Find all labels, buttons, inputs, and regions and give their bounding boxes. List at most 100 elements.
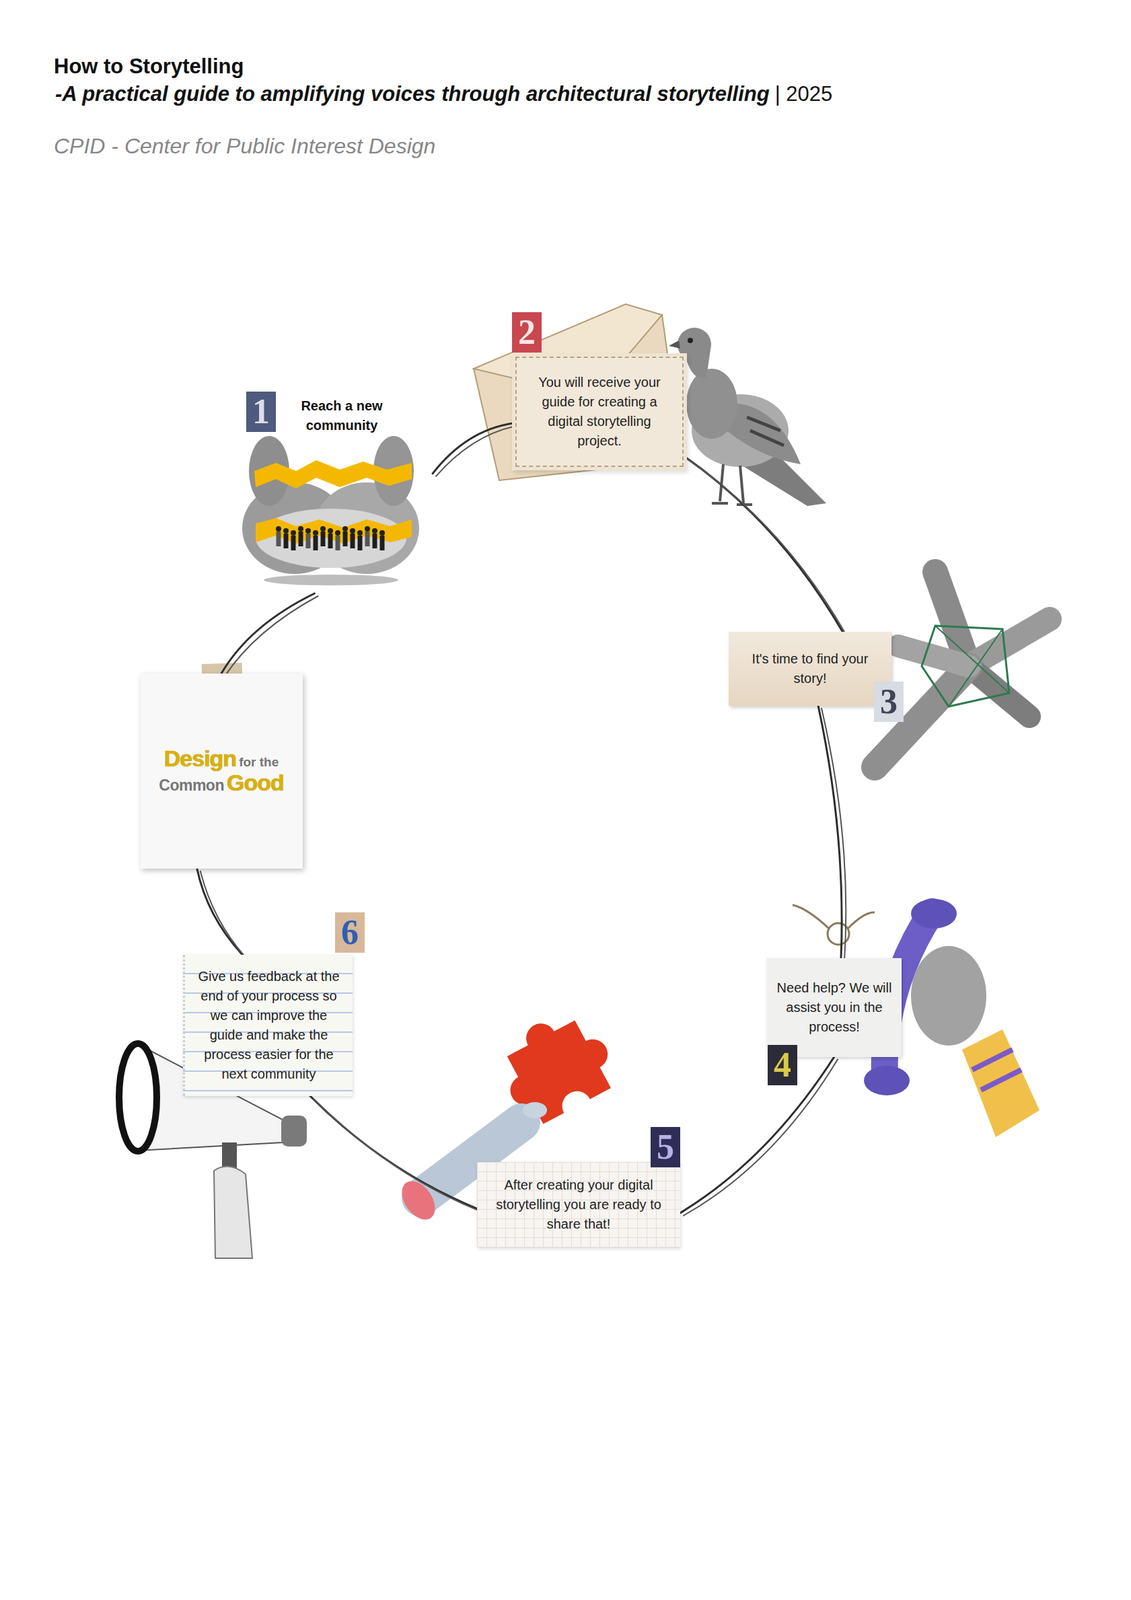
crowd-figure: [275, 526, 282, 532]
year-label: | 2025: [775, 81, 833, 107]
joined-hands: [874, 571, 1050, 768]
pigeon-chest: [686, 368, 738, 439]
note-text: You will receive your guide for creating…: [527, 372, 672, 451]
crowd-figure: [343, 531, 348, 547]
arm-shape: [898, 645, 969, 667]
crowd-figure: [312, 530, 319, 536]
sleeve: [962, 1029, 1040, 1138]
connector: [818, 705, 846, 961]
arm-shape: [874, 666, 969, 768]
note-text: Need help? We will assist you in the pro…: [775, 978, 894, 1037]
wire-tie: [792, 904, 875, 945]
crowd-figure: [379, 530, 385, 536]
phone-end: [863, 1065, 910, 1096]
connector-line: [313, 1098, 481, 1212]
yellow-band: [254, 460, 412, 489]
crowd-figure: [328, 533, 334, 549]
note-text: It's time to find your story!: [740, 649, 880, 689]
connector-line: [200, 871, 246, 958]
crowd-figure: [291, 535, 297, 551]
hand-shadow: [263, 574, 399, 586]
connector: [432, 422, 519, 476]
envelope-note: You will receive your guide for creating…: [515, 356, 684, 467]
crowd-figure: [305, 528, 311, 534]
subtitle: -A practical guide to amplifying voices …: [55, 81, 770, 107]
crowd-figure: [380, 535, 385, 551]
logo-text: for the: [238, 755, 279, 770]
note-text: Reach a new community: [283, 396, 401, 436]
crowd-figure: [357, 530, 363, 536]
crowd-figure: [365, 531, 371, 547]
note-text: After creating your digital storytelling…: [487, 1175, 670, 1234]
crowd-figure: [298, 531, 304, 547]
crowd-figure: [350, 533, 356, 549]
green-string: [935, 625, 1010, 707]
palm-shape: [255, 508, 407, 568]
pigeon-neck: [684, 349, 711, 379]
pigeon-eye: [687, 337, 693, 344]
wing-bar: [746, 417, 784, 446]
step-caption: Reach a new community: [250, 393, 433, 594]
connector-line: [224, 596, 319, 677]
connector-line: [435, 425, 519, 476]
thumb: [522, 1102, 547, 1119]
pigeon-legs: [711, 464, 753, 505]
crowd-figure: [320, 531, 326, 547]
connector-line: [818, 705, 842, 959]
connector-line: [686, 458, 846, 635]
crowd-figure: [283, 528, 289, 534]
callout-number: 2: [512, 312, 542, 353]
callout-number: 4: [767, 1044, 798, 1086]
connector: [221, 593, 319, 677]
crowd-figure: [276, 531, 282, 547]
green-string: [921, 625, 1010, 707]
crowd-figure: [298, 526, 304, 532]
hand-shape: [213, 1166, 253, 1259]
organization-name: CPID - Center for Public Interest Design: [53, 133, 436, 159]
logo-text: Common: [158, 777, 225, 794]
callout-number: 5: [650, 1126, 681, 1168]
logo-text: Good: [226, 771, 284, 796]
pigeon-beak: [668, 340, 681, 349]
tag-note: Need help? We will assist you in the pro…: [767, 958, 902, 1057]
megaphone-back: [281, 1115, 307, 1147]
grid-note: After creating your digital storytelling…: [477, 1161, 681, 1248]
logo-row: Designfor the: [164, 746, 279, 772]
crowd-figure: [372, 528, 378, 534]
phone-end: [910, 898, 957, 929]
lined-note: Give us feedback at the end of your proc…: [183, 954, 353, 1097]
crowd-figure: [335, 535, 341, 551]
crowd-figure: [290, 530, 297, 536]
callout-number: 1: [246, 391, 276, 432]
subtitle-row: -A practical guide to amplifying voices …: [55, 81, 833, 107]
torn-note: It's time to find your story!: [728, 631, 892, 706]
connector-line: [680, 1056, 835, 1214]
crowd-figure: [342, 526, 348, 532]
note-text: Give us feedback at the end of your proc…: [193, 966, 345, 1084]
crowd-figure: [335, 530, 341, 536]
crowd-figure: [306, 533, 311, 549]
connector: [310, 1096, 481, 1212]
connector: [680, 1056, 838, 1216]
megaphone-mouth: [119, 1043, 157, 1152]
diagram-title: How to Storytelling: [53, 53, 244, 79]
connector: [683, 456, 846, 635]
wire-end: [792, 904, 875, 929]
crowd-figure: [283, 533, 289, 549]
pigeon: [668, 327, 827, 506]
crowd-figure: [364, 526, 371, 532]
crowd-figure: [327, 528, 334, 534]
cuff: [394, 1174, 442, 1226]
connector-line: [310, 1096, 478, 1209]
sleeve-stripe: [972, 1049, 1022, 1090]
cupped-hands: [242, 435, 420, 586]
hand-shape: [910, 945, 987, 1046]
logo-text: Design: [164, 746, 237, 772]
tote-bag: Designfor theCommonGood: [140, 673, 303, 869]
connector-line: [821, 708, 846, 961]
connector: [197, 868, 246, 958]
logo-row: CommonGood: [158, 771, 284, 796]
crowd-figure: [357, 535, 363, 551]
